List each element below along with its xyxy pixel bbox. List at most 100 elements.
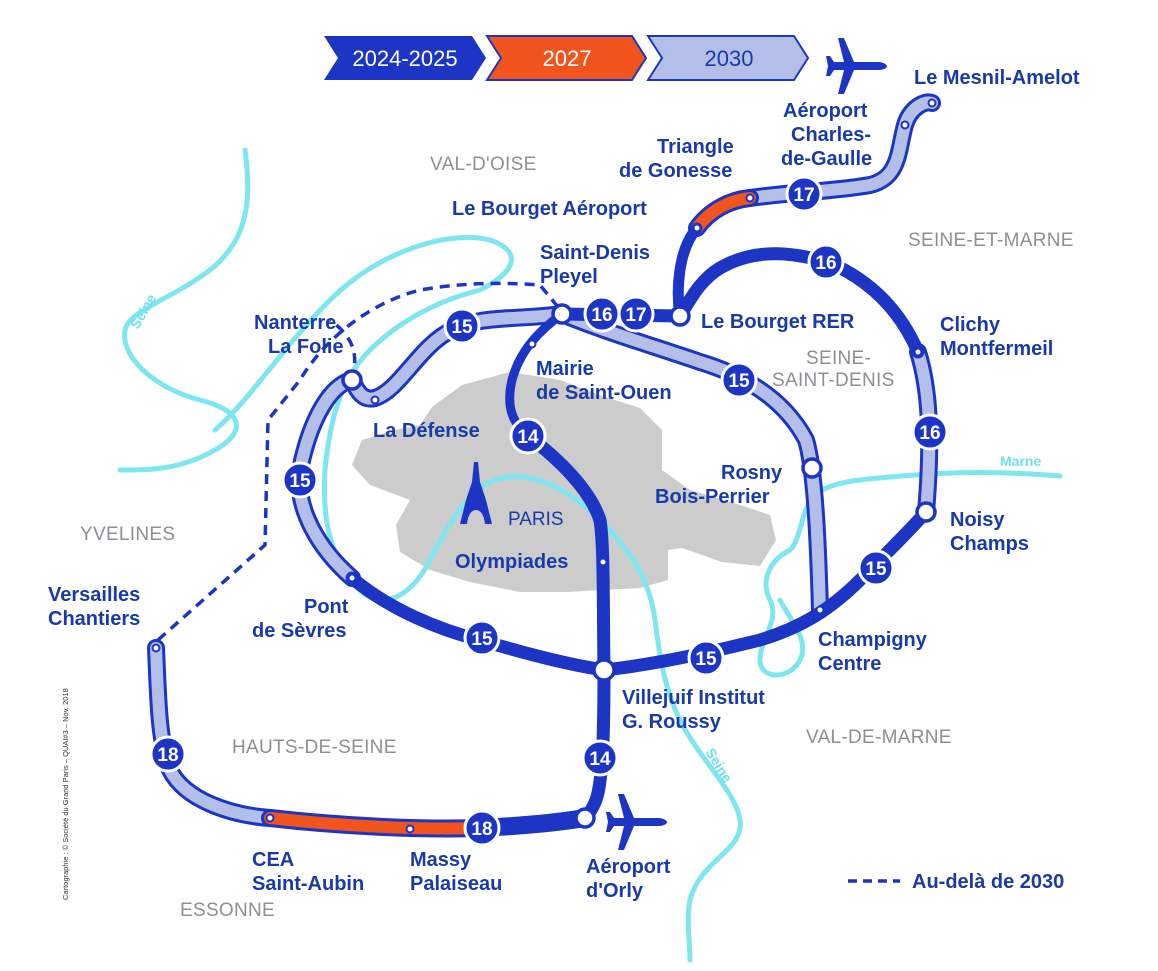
label-la-defense: La Défense <box>373 420 480 442</box>
badge-16-pleyel: 16 <box>583 295 621 333</box>
label-villejuif-1: Villejuif Institut <box>622 687 765 709</box>
stations <box>341 303 937 829</box>
svg-text:2024-2025: 2024-2025 <box>352 46 457 71</box>
line-badges: 17 16 16 16 17 15 15 15 15 15 15 14 14 1… <box>149 175 949 847</box>
seine-river-paris <box>357 474 743 963</box>
station-le-bourget-rer <box>669 305 691 327</box>
label-cdg-2: Charles- <box>791 124 871 146</box>
label-massy-2: Palaiseau <box>410 873 502 895</box>
badge-15-west: 15 <box>281 461 319 499</box>
badge-15-south: 15 <box>687 639 725 677</box>
minor-stations <box>151 98 937 834</box>
line-dark-2024 <box>345 222 933 833</box>
label-cdg-3: de-Gaulle <box>781 148 872 170</box>
region-yvelines: YVELINES <box>80 524 175 545</box>
seine-river <box>117 147 251 473</box>
paris-area <box>352 372 776 592</box>
station-massy <box>405 824 415 834</box>
line-16-north <box>555 247 925 359</box>
label-triangle-2: de Gonesse <box>619 160 732 182</box>
airplane-icon-cdg <box>826 38 887 94</box>
legend-phase-2: 2027 <box>485 35 648 81</box>
station-rosny <box>801 457 823 479</box>
station-clichy <box>913 347 923 357</box>
paris-label: PARIS <box>508 509 564 530</box>
label-massy-1: Massy <box>410 849 472 871</box>
station-mesnil <box>927 98 937 108</box>
label-bourget-rer: Le Bourget RER <box>701 311 855 333</box>
svg-text:2027: 2027 <box>543 46 592 71</box>
label-cdg-1: Aéroport <box>783 100 868 122</box>
region-val-de-marne: VAL-DE-MARNE <box>806 727 952 748</box>
label-rosny-2: Bois-Perrier <box>655 486 770 508</box>
label-noisy-1: Noisy <box>950 509 1005 531</box>
region-val-doise: VAL-D'OISE <box>430 154 537 175</box>
svg-text:18: 18 <box>157 745 178 766</box>
badge-15-east: 15 <box>720 361 758 399</box>
label-versailles-1: Versailles <box>48 584 140 606</box>
beyond-2030-line <box>156 281 564 642</box>
badge-14-south: 14 <box>581 739 619 777</box>
label-versailles-2: Chantiers <box>48 608 140 630</box>
label-villejuif-2: G. Roussy <box>622 711 722 733</box>
station-saint-denis-pleyel <box>551 303 573 325</box>
station-bourget-aeroport <box>692 223 702 233</box>
svg-text:16: 16 <box>919 423 940 444</box>
label-bourget-aeroport: Le Bourget Aéroport <box>452 198 647 220</box>
svg-text:14: 14 <box>517 427 539 448</box>
region-seine-saint-denis-2: SAINT-DENIS <box>772 370 895 391</box>
legend-phases: 2024-2025 2027 2030 <box>324 35 810 81</box>
label-orly-1: Aéroport <box>586 856 671 878</box>
label-noisy-2: Champs <box>950 533 1029 555</box>
station-noisy <box>915 501 937 523</box>
legend-phase-1: 2024-2025 <box>324 36 486 80</box>
station-mairie <box>527 339 537 349</box>
svg-text:15: 15 <box>728 371 750 392</box>
label-triangle-1: Triangle <box>657 136 734 158</box>
legend-beyond-2030: Au-delà de 2030 <box>848 871 1064 893</box>
badge-15-se: 15 <box>857 549 895 587</box>
station-cea <box>265 813 275 823</box>
svg-text:16: 16 <box>591 305 612 326</box>
station-champigny <box>815 605 825 615</box>
badge-16-top: 16 <box>807 243 845 281</box>
station-versailles <box>151 643 161 653</box>
svg-text:18: 18 <box>471 819 492 840</box>
label-cea-2: Saint-Aubin <box>252 873 364 895</box>
label-rosny-1: Rosny <box>721 462 783 484</box>
label-nanterre-1: Nanterre <box>254 312 336 334</box>
label-pont-2: de Sèvres <box>252 620 347 642</box>
station-triangle <box>745 193 755 203</box>
label-clichy-2: Montfermeil <box>940 338 1053 360</box>
line-14 <box>521 429 611 825</box>
label-cea-1: CEA <box>252 849 294 871</box>
badge-15-north: 15 <box>443 307 481 345</box>
station-villejuif <box>592 658 616 682</box>
badge-17-pleyel: 17 <box>617 295 655 333</box>
airplane-icon-orly <box>606 794 667 850</box>
svg-text:15: 15 <box>865 559 887 580</box>
badge-18-west: 18 <box>149 735 187 773</box>
station-orly <box>574 807 596 829</box>
marne-river <box>877 470 1063 481</box>
svg-text:Au-delà de 2030: Au-delà de 2030 <box>912 871 1064 893</box>
label-saint-denis-2: Pleyel <box>540 266 598 288</box>
svg-text:17: 17 <box>793 185 814 206</box>
region-hauts-de-seine: HAUTS-DE-SEINE <box>232 737 397 758</box>
region-seine-saint-denis-1: SEINE- <box>806 348 871 369</box>
label-le-mesnil-amelot: Le Mesnil-Amelot <box>914 67 1080 89</box>
station-cdg <box>900 120 910 130</box>
svg-text:15: 15 <box>451 317 473 338</box>
label-clichy-1: Clichy <box>940 314 1001 336</box>
label-champigny-1: Champigny <box>818 629 928 651</box>
region-essonne: ESSONNE <box>180 900 275 921</box>
line-18-light <box>147 639 279 827</box>
badge-17-cdg: 17 <box>785 175 823 213</box>
station-la-defense <box>370 395 380 405</box>
station-olympiades <box>598 557 608 567</box>
badge-16-right: 16 <box>911 413 949 451</box>
legend-phase-3: 2030 <box>646 35 810 81</box>
seine-river-north <box>212 235 514 593</box>
label-mairie-1: Mairie <box>536 358 594 380</box>
svg-text:16: 16 <box>815 253 836 274</box>
